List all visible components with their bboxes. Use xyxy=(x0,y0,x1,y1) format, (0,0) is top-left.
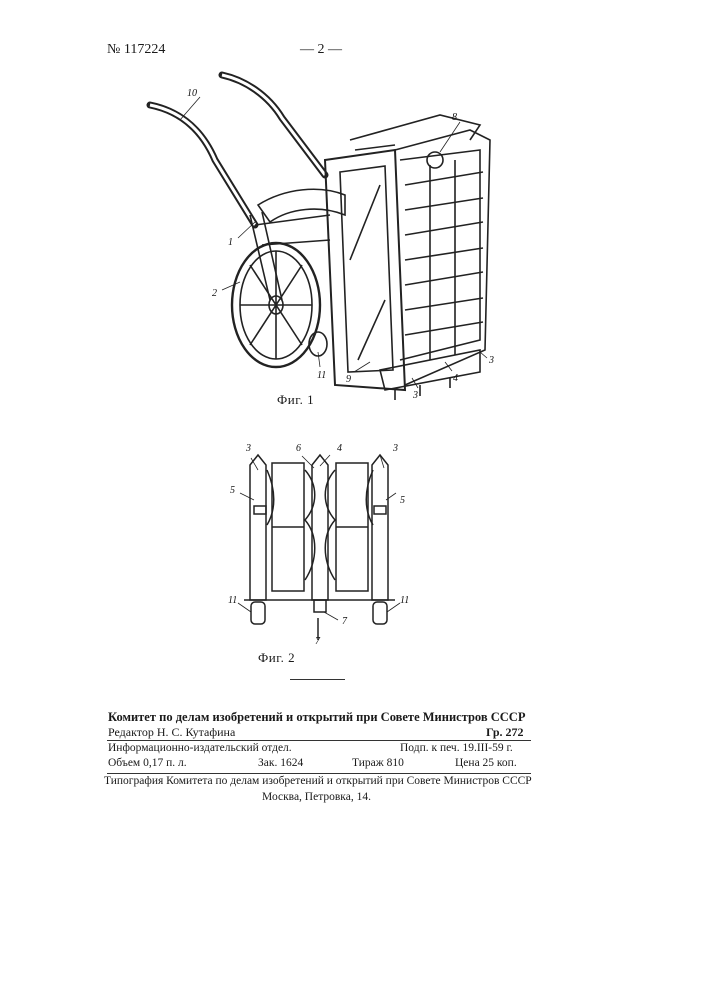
fig2-label: 11 xyxy=(228,595,237,606)
fig1-label: 10 xyxy=(187,88,197,99)
fig1-label: 3 xyxy=(412,390,418,401)
fig1-label: 9 xyxy=(346,374,351,385)
fig2-label: 7 xyxy=(315,636,321,647)
handle-left xyxy=(150,105,255,225)
imprint-rule xyxy=(107,773,531,774)
fig2-label: 5 xyxy=(230,485,235,496)
fig1-label: 3 xyxy=(488,355,494,366)
imprint-editor: Редактор Н. С. Кутафина xyxy=(108,725,235,740)
figure-2-drawing xyxy=(244,455,395,640)
fig1-label: 1 xyxy=(228,237,233,248)
imprint-order: Зак. 1624 xyxy=(258,757,303,769)
fig2-label: 3 xyxy=(245,443,251,454)
fig2-label: 5 xyxy=(400,495,405,506)
figure-1-caption: Фиг. 1 xyxy=(277,392,314,408)
imprint-circulation: Тираж 810 xyxy=(352,757,404,769)
separator-rule xyxy=(290,679,345,680)
brick-stack xyxy=(395,130,490,385)
imprint-signed: Подп. к печ. 19.III-59 г. xyxy=(400,742,513,754)
fig1-label: 2 xyxy=(212,288,217,299)
imprint-title: Комитет по делам изобретений и открытий … xyxy=(108,710,525,725)
imprint-printer: Типография Комитета по делам изобретений… xyxy=(104,775,532,787)
fig2-label: 11 xyxy=(400,595,409,606)
fig1-label: 8 xyxy=(452,112,457,123)
imprint-price: Цена 25 коп. xyxy=(455,757,517,769)
fig2-label: 6 xyxy=(296,443,301,454)
imprint-address: Москва, Петровка, 14. xyxy=(262,791,371,803)
fig2-label: 3 xyxy=(392,443,398,454)
imprint-group: Гр. 272 xyxy=(486,725,524,740)
figure-2-caption: Фиг. 2 xyxy=(258,650,295,666)
fig2-label: 7 xyxy=(342,616,348,627)
fig2-label: 4 xyxy=(337,443,342,454)
imprint-department: Информационно-издательский отдел. xyxy=(108,742,292,754)
imprint-rule xyxy=(107,740,531,741)
handle-right xyxy=(222,75,325,175)
imprint-volume: Объем 0,17 п. л. xyxy=(108,757,187,769)
fig1-label: 11 xyxy=(317,370,326,381)
fig1-label: 4 xyxy=(453,373,458,384)
